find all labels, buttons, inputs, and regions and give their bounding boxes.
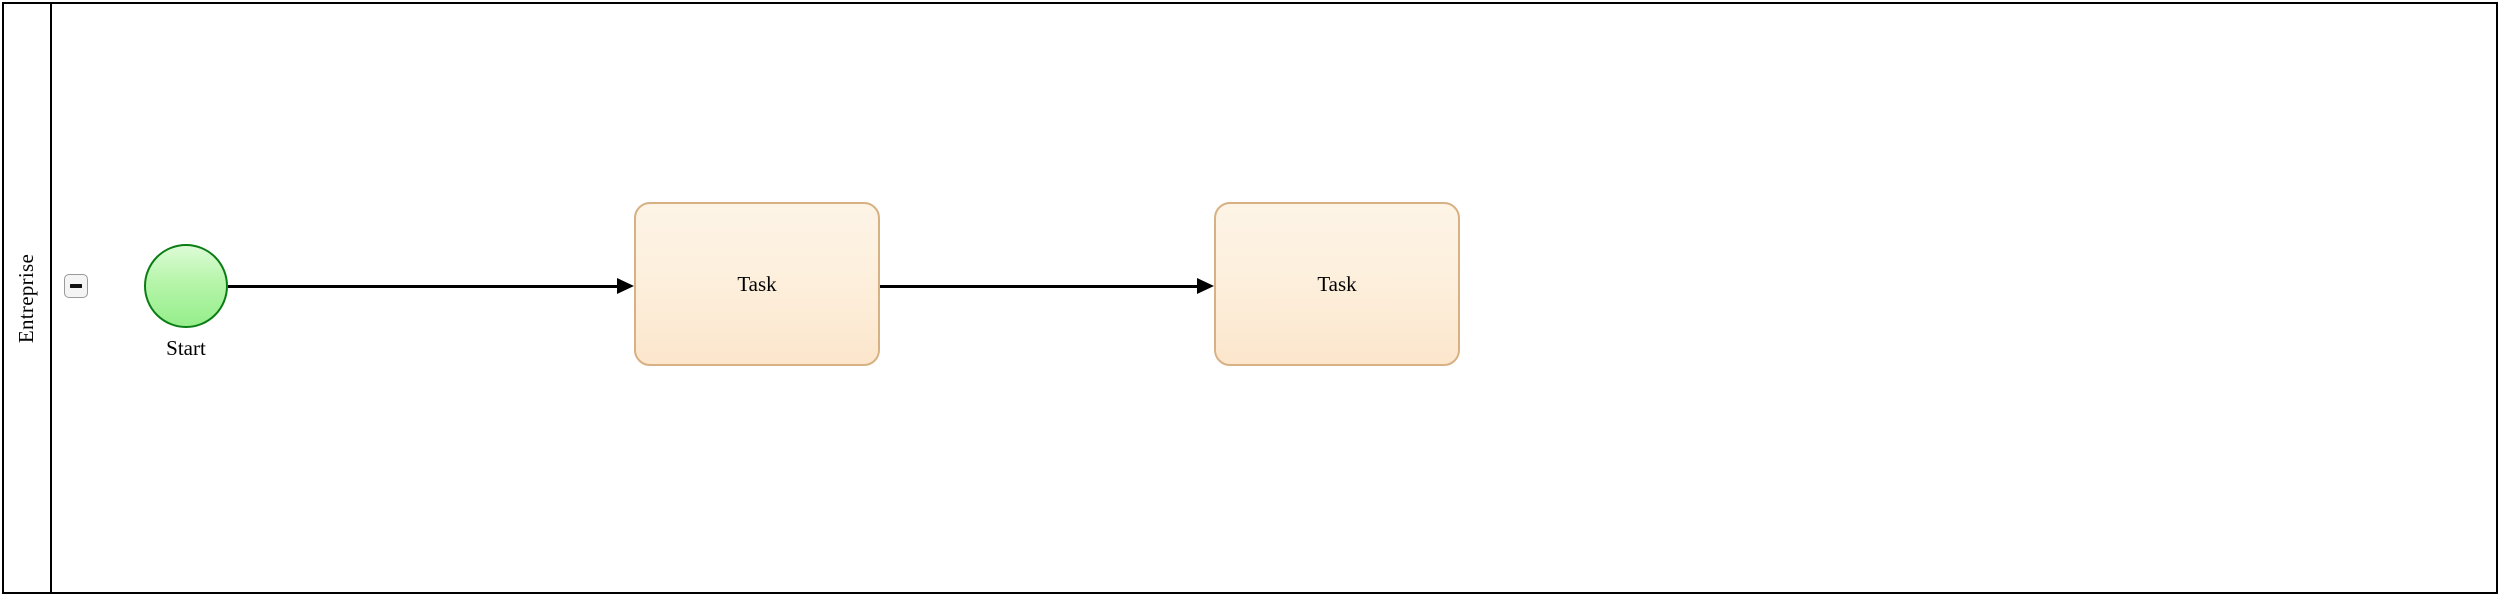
- task-label: Task: [737, 271, 777, 296]
- flow-line: [880, 285, 1198, 288]
- minus-icon: [70, 284, 82, 288]
- lane-body: Start Task Task: [54, 4, 2496, 592]
- arrowhead-icon: [1197, 278, 1214, 294]
- start-event-label: Start: [166, 336, 206, 360]
- sequence-flow-task1-to-task2[interactable]: [880, 275, 1214, 299]
- lane-header[interactable]: Entreprise: [4, 4, 52, 592]
- flow-line: [228, 285, 618, 288]
- task-node-2[interactable]: Task: [1214, 202, 1460, 366]
- lane-title-label: Entreprise: [14, 253, 39, 343]
- sequence-flow-start-to-task1[interactable]: [228, 275, 634, 299]
- arrowhead-icon: [617, 278, 634, 294]
- task-label: Task: [1317, 271, 1357, 296]
- task-node-1[interactable]: Task: [634, 202, 880, 366]
- pool-collapse-toggle-button[interactable]: [64, 274, 88, 298]
- start-event-node[interactable]: [144, 244, 228, 328]
